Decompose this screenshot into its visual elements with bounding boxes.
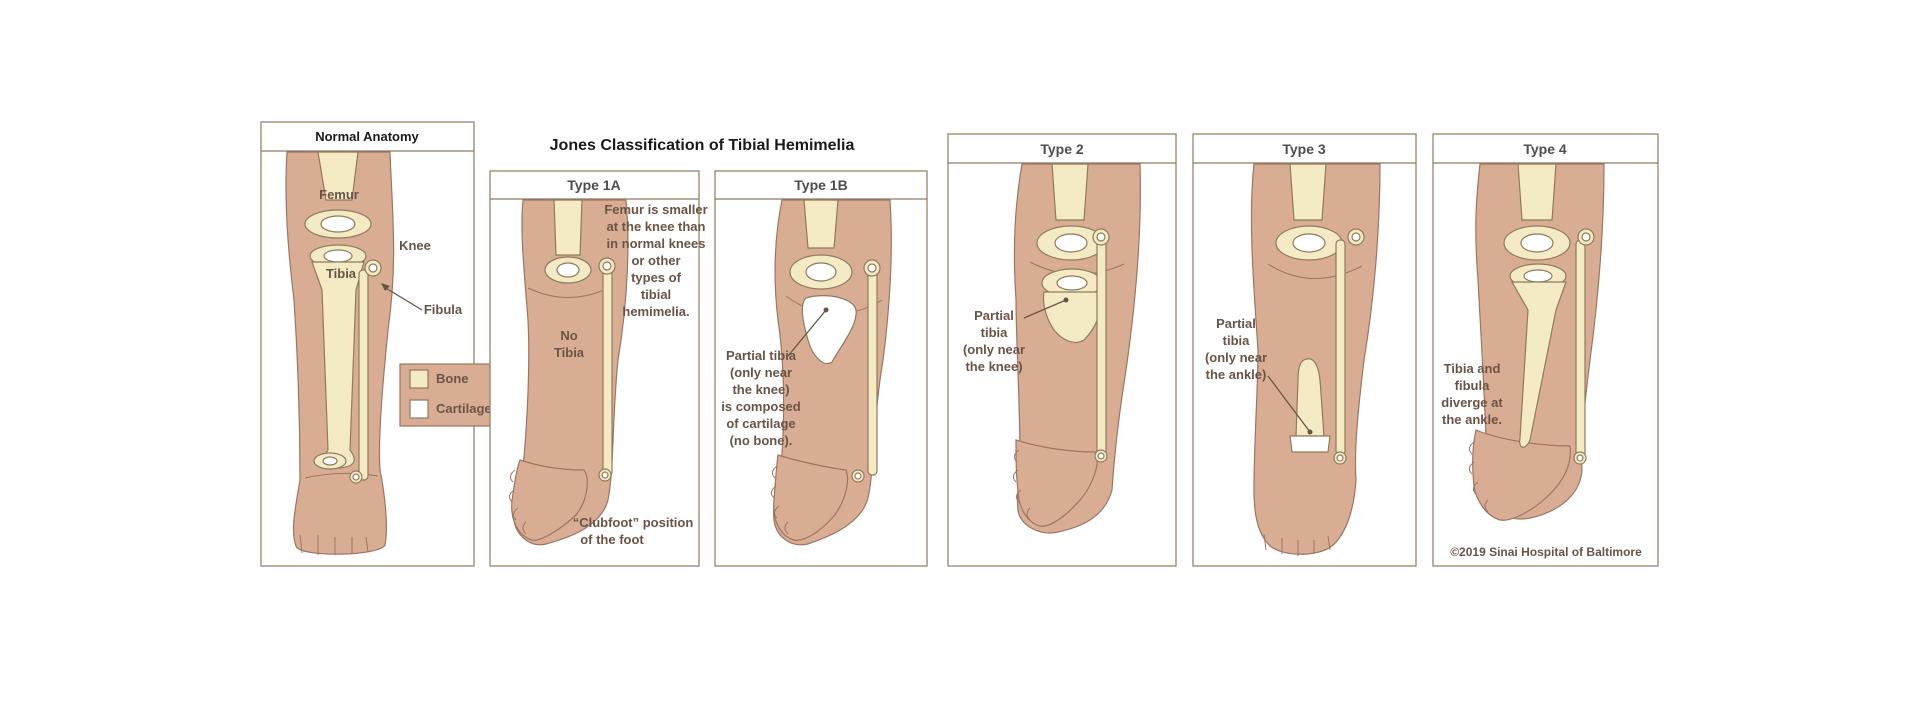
panel-title: Type 2 <box>1040 141 1084 157</box>
cartilage-partial-tibia <box>801 295 857 365</box>
panel-title: Normal Anatomy <box>315 129 419 144</box>
fibula-pointer <box>383 286 423 311</box>
fibula-bone <box>1096 239 1107 456</box>
partial-tibia-pointer <box>1267 375 1311 433</box>
main-title: Jones Classification of Tibial Hemimelia <box>550 137 855 154</box>
knee-label: Knee <box>399 238 431 253</box>
legend-cartilage-label: Cartilage <box>436 401 492 416</box>
leg-illustration <box>770 199 892 546</box>
panel-normal-anatomy: Normal Anatomy Femur Knee Tibia Fibula <box>260 121 511 567</box>
leg-illustration <box>1250 163 1381 556</box>
fibula-bone <box>602 267 613 477</box>
partial-tibia-pointer <box>787 309 827 357</box>
tibia-bone <box>1510 281 1567 448</box>
legend-bone-label: Bone <box>436 371 469 386</box>
femur-bone <box>1289 163 1327 221</box>
fibula-bone <box>867 269 878 476</box>
partial-tibia-pointer <box>1023 299 1067 319</box>
femur-bone <box>317 151 359 201</box>
panel-title: Type 3 <box>1282 141 1326 157</box>
leg-illustration <box>1012 163 1141 534</box>
legend-bone-swatch <box>409 369 429 389</box>
panel-title: Type 1A <box>567 177 620 193</box>
copyright-text: ©2019 Sinai Hospital of Baltimore <box>1450 545 1642 559</box>
panel-title: Type 1B <box>794 177 847 193</box>
legend-cartilage-swatch <box>409 399 429 419</box>
femur-bone <box>1051 163 1089 221</box>
leg-illustration <box>285 151 395 555</box>
leg-illustration <box>1468 163 1605 521</box>
femur-bone <box>803 199 839 249</box>
fibula-bone <box>358 269 369 481</box>
femur-bone <box>553 199 583 256</box>
femur-label: Femur <box>319 187 359 202</box>
femur-bone <box>1517 163 1557 221</box>
fibula-bone <box>1335 239 1346 456</box>
fibula-bone <box>1575 239 1586 459</box>
fibula-label: Fibula <box>424 302 463 317</box>
panel-title: Type 4 <box>1523 141 1567 157</box>
leg-illustration <box>508 199 629 546</box>
tibia-label: Tibia <box>326 266 357 281</box>
